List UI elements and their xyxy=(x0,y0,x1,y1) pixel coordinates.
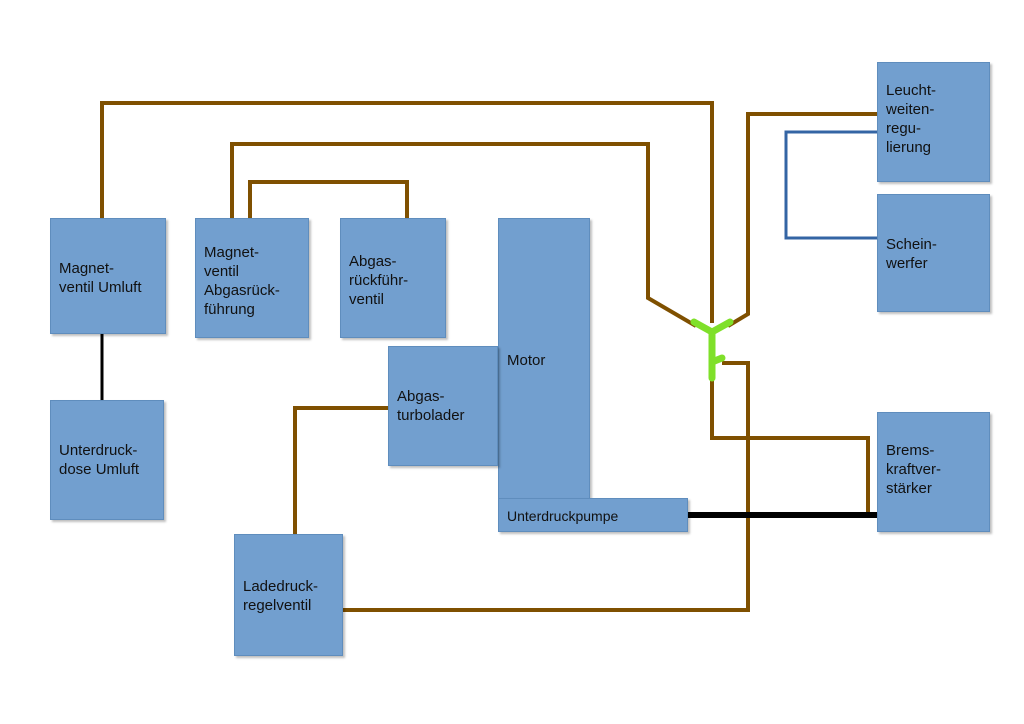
t-piece xyxy=(690,318,734,382)
unterdruckdose-umluft-box: Unterdruck- dose Umluft xyxy=(50,400,164,520)
bremskraftverstaerker-box: Brems- kraftver- stärker xyxy=(877,412,990,532)
hose-magnetventil-agr-to-agr-ventil xyxy=(248,180,409,218)
leuchtweitenregulierung-box: Leucht- weiten- regu- lierung xyxy=(877,62,990,182)
magnetventil-abgasrueckfuehrung-box: Magnet- ventil Abgasrück- führung xyxy=(195,218,309,338)
hose-magnetventil-umluft-to-t-piece xyxy=(100,101,714,323)
ladedruckregelventil-box: Ladedruck- regelventil xyxy=(234,534,343,656)
hose-t-piece-to-bremskraft xyxy=(710,370,870,512)
motor-box: Motor xyxy=(498,218,590,500)
hose-turbolader-to-ladedruck xyxy=(293,406,388,534)
line-leuchtweite-to-scheinwerfer xyxy=(784,130,877,240)
abgasrueckfuehrventil-box: Abgas- rückführ- ventil xyxy=(340,218,446,338)
magnetventil-umluft-box: Magnet- ventil Umluft xyxy=(50,218,166,334)
abgasturbolader-box: Abgas- turbolader xyxy=(388,346,498,466)
hose-t-piece-to-leuchtweite xyxy=(726,112,877,328)
hose-ladedruck-to-t-piece xyxy=(343,361,750,612)
hose-magnetventil-agr-to-t-piece xyxy=(230,142,698,328)
unterdruckpumpe-box: Unterdruckpumpe xyxy=(498,498,688,532)
scheinwerfer-box: Schein- werfer xyxy=(877,194,990,312)
